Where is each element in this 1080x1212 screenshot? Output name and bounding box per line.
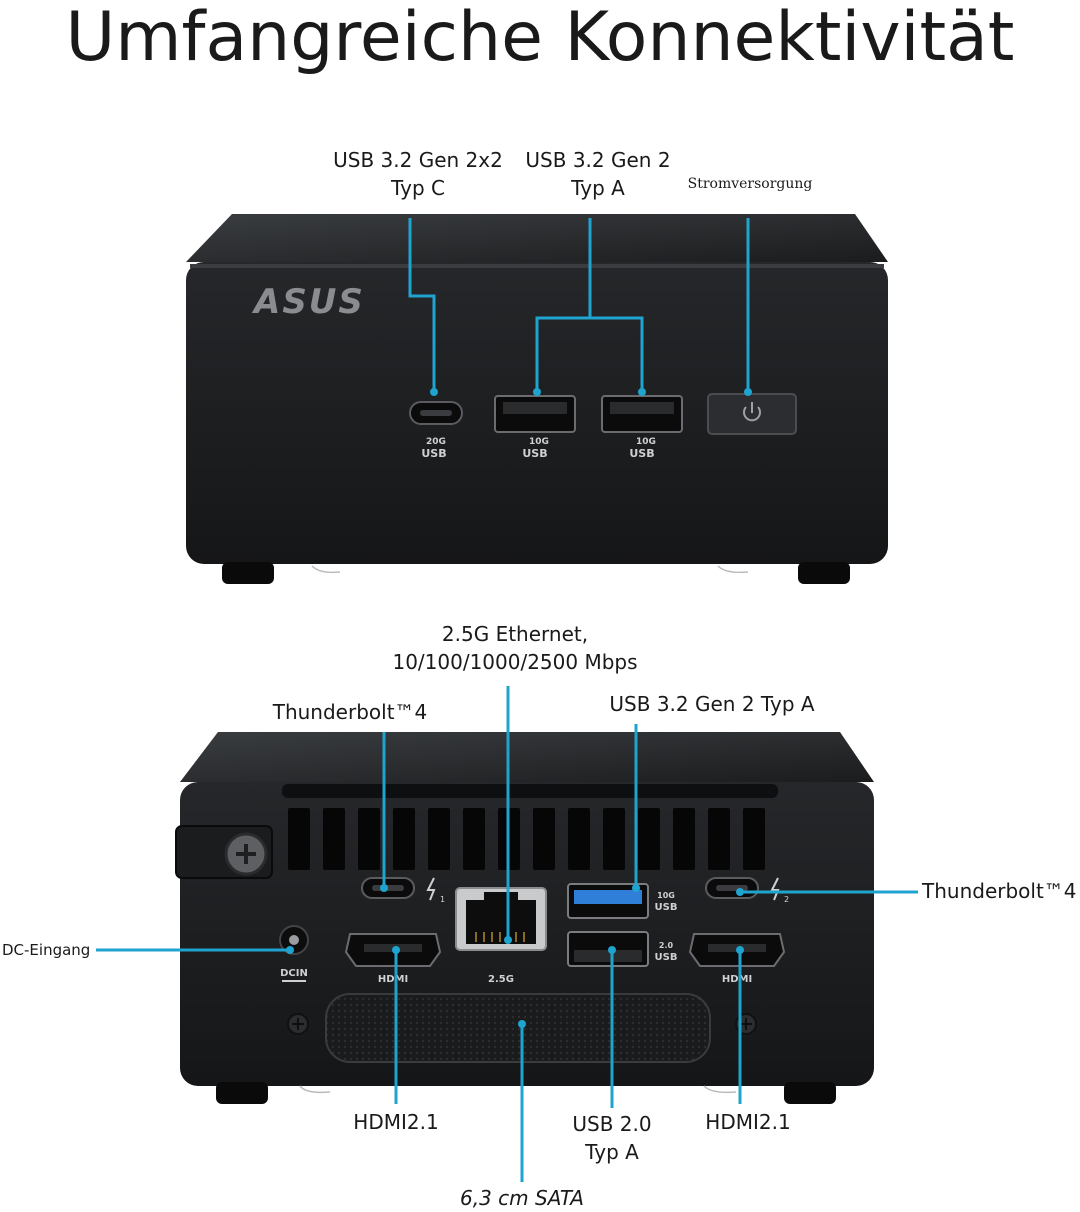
tb-left-num: 1 (440, 895, 445, 904)
usb-bottom-text-mark: USB (655, 952, 678, 963)
power-button (707, 393, 797, 435)
rear-unit: DCIN 1 2 2.5G 10G USB 2.0 USB (96, 686, 918, 1182)
page-title: Umfangreiche Konnektivität (65, 0, 1015, 77)
power-icon (743, 402, 761, 422)
usb-top-text-mark: USB (655, 902, 678, 913)
label-rear-usb2: USB 2.0 Typ A (560, 1110, 664, 1166)
front-top-face (186, 214, 888, 262)
lan-mark: 2.5G (488, 974, 514, 985)
dcin-mark: DCIN (280, 968, 308, 979)
tb-right-num: 2 (784, 895, 789, 904)
label-rear-usb2-line1: USB 2.0 (572, 1112, 652, 1136)
usb-c-speed-mark: 20G (426, 437, 446, 447)
usb-a2-text-mark: USB (629, 447, 654, 460)
thunderbolt-icon-right (770, 877, 780, 901)
front-usb-a-callout (535, 218, 644, 392)
usb-top-speed-mark: 10G (657, 891, 675, 900)
thunderbolt-icon-left (426, 877, 436, 901)
label-rear-thunderbolt-right: Thunderbolt™4 (922, 879, 1077, 903)
sata-bay-cover (325, 993, 711, 1063)
usb-a1-text-mark: USB (522, 447, 547, 460)
label-rear-thunderbolt-left: Thunderbolt™4 (272, 700, 428, 724)
front-usb-c-callout (408, 218, 436, 392)
label-rear-sata: 6,3 cm SATA (460, 1186, 584, 1210)
label-rear-hdmi-right: HDMI2.1 (705, 1110, 791, 1134)
label-rear-usb-a-top: USB 3.2 Gen 2 Typ A (609, 692, 815, 716)
usb-bottom-speed-mark: 2.0 (659, 941, 674, 950)
usb-c-text-mark: USB (421, 447, 446, 460)
label-front-usb-c-line1: USB 3.2 Gen 2x2 (333, 148, 503, 172)
usb-a1-speed-mark: 10G (529, 437, 549, 447)
label-rear-ethernet-line1: 2.5G Ethernet, (441, 622, 589, 646)
label-rear-dc-in: DC-Eingang (2, 941, 91, 959)
label-front-usb-a-line1: USB 3.2 Gen 2 (525, 148, 671, 172)
rear-foot-right (784, 1082, 836, 1104)
label-rear-usb2-line2: Typ A (585, 1140, 639, 1164)
label-rear-ethernet-line2: 10/100/1000/2500 Mbps (392, 650, 638, 674)
label-rear-hdmi-left: HDMI2.1 (353, 1110, 439, 1134)
asus-logo: ASUS (251, 282, 365, 322)
label-front-usb-c-line2: Typ C (391, 176, 445, 200)
usb-a2-speed-mark: 10G (636, 437, 656, 447)
front-foot-right (798, 562, 850, 584)
hdmi-right-mark: HDMI (722, 974, 752, 985)
hdmi-left-mark: HDMI (378, 974, 408, 985)
rear-vents (288, 808, 765, 870)
label-front-usb-c: USB 3.2 Gen 2x2 Typ C (320, 146, 516, 202)
label-front-power: Stromversorgung (687, 176, 813, 192)
front-unit: ASUS 20G USB 10G USB 10G USB (186, 214, 888, 584)
label-front-usb-a-line2: Typ A (571, 176, 625, 200)
front-foot-left (222, 562, 274, 584)
rear-foot-left (216, 1082, 268, 1104)
label-rear-ethernet: 2.5G Ethernet, 10/100/1000/2500 Mbps (380, 620, 650, 676)
rear-top-face (180, 732, 874, 782)
label-front-usb-a: USB 3.2 Gen 2 Typ A (516, 146, 680, 202)
